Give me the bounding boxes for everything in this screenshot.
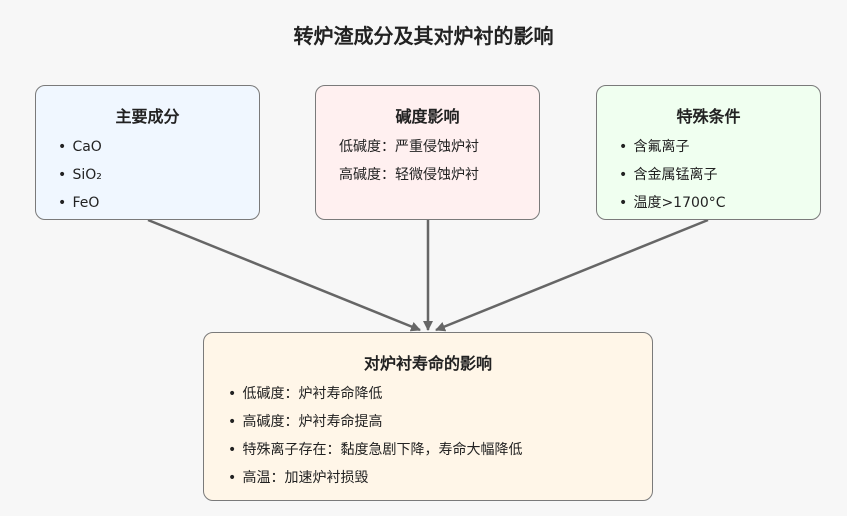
basicity-lines: 低碱度：严重侵蚀炉衬 高碱度：轻微侵蚀炉衬 [339, 133, 539, 189]
bullet: • [619, 195, 628, 211]
special-list: • 含氟离子 • 含金属锰离子 • 温度>1700°C [619, 133, 820, 217]
list-item: • 含金属锰离子 [619, 161, 820, 189]
bullet: • [58, 139, 67, 155]
result-title: 对炉衬寿命的影响 [363, 354, 492, 373]
composition-title: 主要成分 [115, 107, 180, 126]
list-item: • 特殊离子存在：黏度急剧下降，寿命大幅降低 [228, 436, 652, 464]
bullet: • [619, 167, 628, 183]
bullet: • [58, 195, 67, 211]
basicity-high-line: 高碱度：轻微侵蚀炉衬 [339, 167, 479, 183]
arrow-special-to-result [435, 218, 709, 332]
bullet: • [228, 470, 237, 486]
result-item-high-basicity: 高碱度：炉衬寿命提高 [242, 414, 383, 430]
composition-item-cao: CaO [72, 139, 102, 155]
basicity-box: 碱度影响 低碱度：严重侵蚀炉衬 高碱度：轻微侵蚀炉衬 [315, 85, 540, 220]
result-item-special-ions: 特殊离子存在：黏度急剧下降，寿命大幅降低 [242, 442, 523, 458]
list-item: • 含氟离子 [619, 133, 820, 161]
list-item: • 高碱度：炉衬寿命提高 [228, 408, 652, 436]
arrow-composition-to-result [147, 218, 421, 332]
special-item-temperature: 温度>1700°C [633, 195, 726, 211]
special-item-fluoride: 含氟离子 [633, 139, 690, 155]
list-item: • SiO₂ [58, 161, 259, 189]
bullet: • [228, 442, 237, 458]
basicity-title: 碱度影响 [395, 107, 460, 126]
composition-box: 主要成分 • CaO • SiO₂ • FeO [35, 85, 260, 220]
bullet: • [228, 414, 237, 430]
list-item: • 高温：加速炉衬损毁 [228, 464, 652, 492]
diagram-title: 转炉渣成分及其对炉衬的影响 [293, 24, 554, 48]
result-item-high-temperature: 高温：加速炉衬损毁 [242, 470, 369, 486]
special-item-manganese: 含金属锰离子 [633, 167, 718, 183]
list-item: • CaO [58, 133, 259, 161]
special-title: 特殊条件 [676, 107, 741, 126]
result-list: • 低碱度：炉衬寿命降低 • 高碱度：炉衬寿命提高 • 特殊离子存在：黏度急剧下… [228, 380, 652, 492]
special-conditions-box: 特殊条件 • 含氟离子 • 含金属锰离子 • 温度>1700°C [596, 85, 821, 220]
composition-list: • CaO • SiO₂ • FeO [58, 133, 259, 217]
composition-item-sio2: SiO₂ [72, 167, 102, 183]
bullet: • [619, 139, 628, 155]
composition-item-feo: FeO [72, 195, 100, 211]
bullet: • [228, 386, 237, 402]
list-item: • 温度>1700°C [619, 189, 820, 217]
list-item: • 低碱度：炉衬寿命降低 [228, 380, 652, 408]
lining-life-impact-box: 对炉衬寿命的影响 • 低碱度：炉衬寿命降低 • 高碱度：炉衬寿命提高 • 特殊离… [203, 332, 653, 501]
bullet: • [58, 167, 67, 183]
result-item-low-basicity: 低碱度：炉衬寿命降低 [242, 386, 383, 402]
basicity-low-line: 低碱度：严重侵蚀炉衬 [339, 139, 479, 155]
list-item: • FeO [58, 189, 259, 217]
